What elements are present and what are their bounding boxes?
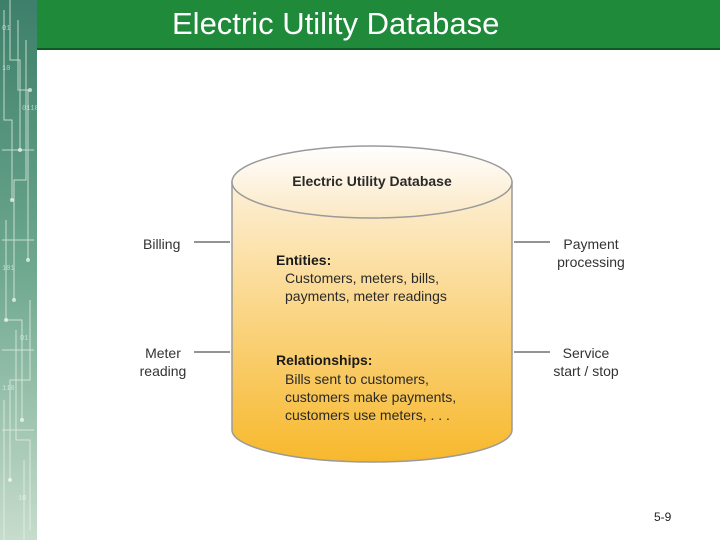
label-billing: Billing <box>143 236 181 252</box>
database-cylinder-body <box>231 181 513 463</box>
relationships-heading: Relationships: <box>276 352 373 368</box>
svg-text:101: 101 <box>2 265 15 273</box>
svg-text:10: 10 <box>18 495 26 503</box>
entities-list: Customers, meters, bills, payments, mete… <box>285 270 447 304</box>
database-cylinder-top <box>231 145 513 219</box>
svg-text:110: 110 <box>2 385 15 393</box>
svg-text:01: 01 <box>2 25 10 33</box>
svg-text:0110: 0110 <box>22 105 37 113</box>
label-payment-processing: Payment processing <box>557 236 625 270</box>
label-meter-reading: Meter reading <box>139 345 187 379</box>
relationships-list: Bills sent to customers, customers make … <box>285 371 457 423</box>
page-number: 5-9 <box>654 510 672 524</box>
svg-text:10: 10 <box>2 65 10 73</box>
svg-text:01: 01 <box>20 335 28 343</box>
entities-heading: Entities: <box>276 252 332 268</box>
slide-header <box>37 0 720 50</box>
label-service-start-stop: Service start / stop <box>553 345 619 379</box>
database-title: Electric Utility Database <box>292 173 452 189</box>
slide-title: Electric Utility Database <box>172 6 500 41</box>
